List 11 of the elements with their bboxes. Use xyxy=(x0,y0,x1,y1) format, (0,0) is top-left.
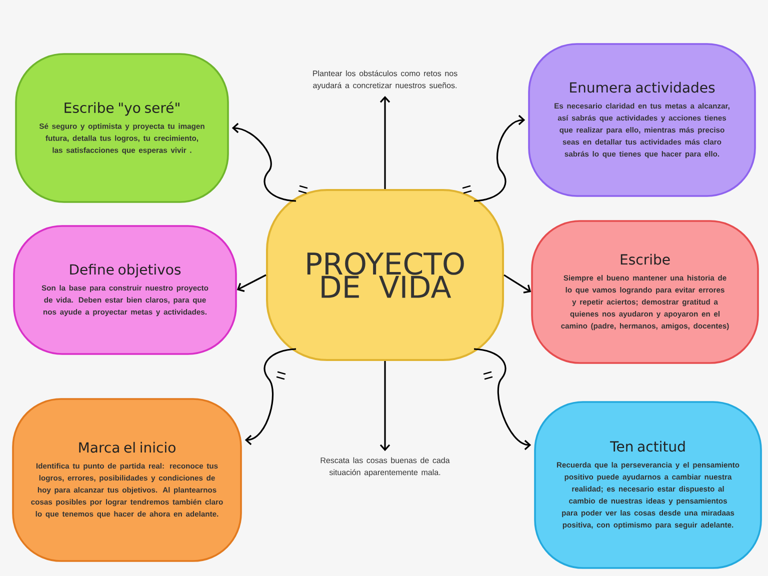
arrow xyxy=(380,96,390,189)
arrow xyxy=(474,348,532,450)
center-bubble: PROYECTO DE VIDA xyxy=(266,189,504,361)
arrow xyxy=(236,274,266,292)
arrow xyxy=(232,122,296,202)
arrow xyxy=(474,114,526,202)
note-text: Plantear los obstáculos como retos nos ayudará a concretizar nuestros sueños. xyxy=(313,70,458,90)
arrow xyxy=(504,274,532,294)
note-text: Rescata las cosas buenas de cada situación aparentemente mala. xyxy=(320,457,450,477)
arrow xyxy=(244,348,296,446)
arrow xyxy=(380,361,390,452)
